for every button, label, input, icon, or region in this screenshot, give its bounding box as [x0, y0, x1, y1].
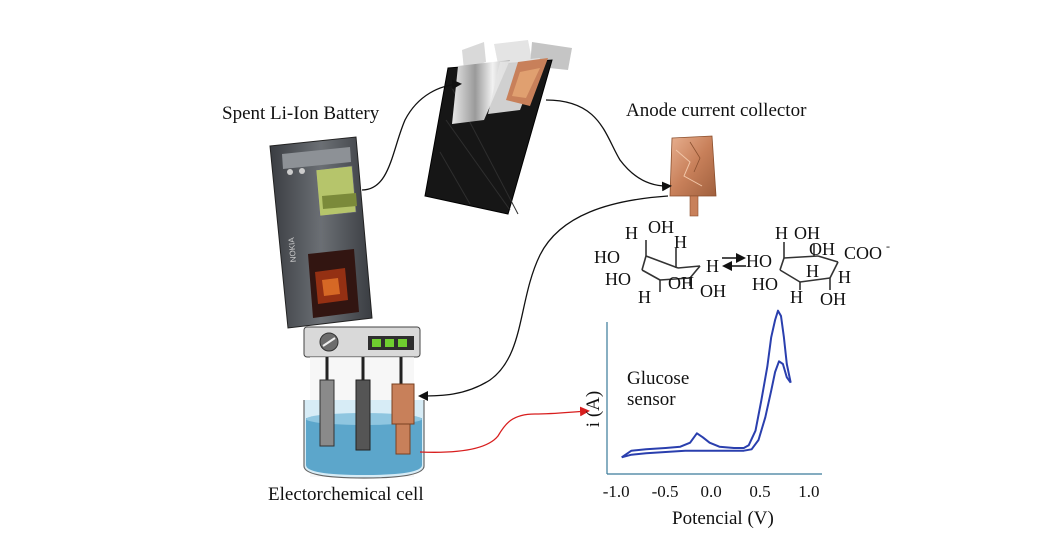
gluconate-structure-lines — [779, 242, 839, 290]
chart-ylabel: i (A) — [583, 390, 605, 428]
chart-xlabel: Potencial (V) — [672, 508, 774, 529]
x-tick-label: 1.0 — [798, 482, 820, 501]
x-tick-label: -1.0 — [602, 482, 630, 501]
glucose-atom: OH — [700, 281, 726, 301]
gluconate-atom: H — [838, 267, 851, 287]
glucose-structure-lines — [641, 240, 701, 292]
cv-series-2 — [621, 360, 792, 459]
copper-collector-image — [669, 135, 717, 217]
arrow-foil-to-collector — [545, 99, 672, 192]
cyclic-voltammogram-chart — [606, 309, 822, 475]
sensor-label-line1: Glucose — [627, 368, 690, 389]
gluconate-atom: H — [806, 261, 819, 281]
gluconate-charge: - — [886, 239, 890, 253]
cell-label: Electorchemical cell — [268, 484, 424, 505]
anode-label: Anode current collector — [626, 100, 807, 121]
gluconate-atom: HO — [746, 251, 772, 271]
battery-image — [269, 136, 373, 329]
x-tick-label: -0.5 — [651, 482, 679, 501]
x-tick-label: 0.0 — [700, 482, 722, 501]
gluconate-atom: OH — [794, 223, 820, 243]
foil-electrode-image — [424, 40, 572, 215]
glucose-atom: H — [638, 287, 651, 307]
arrow-battery-to-foil — [361, 79, 462, 191]
glucose-atom: HO — [605, 269, 631, 289]
cv-series-1 — [621, 309, 792, 459]
equilibrium-arrows — [722, 253, 746, 271]
glucose-atom: H — [625, 223, 638, 243]
sensor-label-line2: sensor — [627, 389, 676, 410]
gluconate-atom: OH — [809, 239, 835, 259]
glucose-atom: OH — [668, 273, 694, 293]
gluconate-atom: OH — [820, 289, 846, 309]
gluconate-atom: H — [775, 223, 788, 243]
glucose-atom: H — [674, 232, 687, 252]
x-tick-label: 0.5 — [749, 482, 771, 501]
glucose-atom: HO — [594, 247, 620, 267]
gluconate-atom: COO — [844, 243, 883, 263]
electrochemical-cell-image — [303, 326, 425, 479]
glucose-atom: OH — [648, 217, 674, 237]
glucose-atom: H — [706, 256, 719, 276]
battery-brand: NOKIA — [287, 236, 298, 262]
gluconate-atom: HO — [752, 274, 778, 294]
gluconate-atom: H — [790, 287, 803, 307]
battery-label: Spent Li-Ion Battery — [222, 103, 380, 124]
arrow-cell-to-sensor — [419, 406, 590, 453]
arrow-collector-to-cell — [418, 195, 669, 401]
